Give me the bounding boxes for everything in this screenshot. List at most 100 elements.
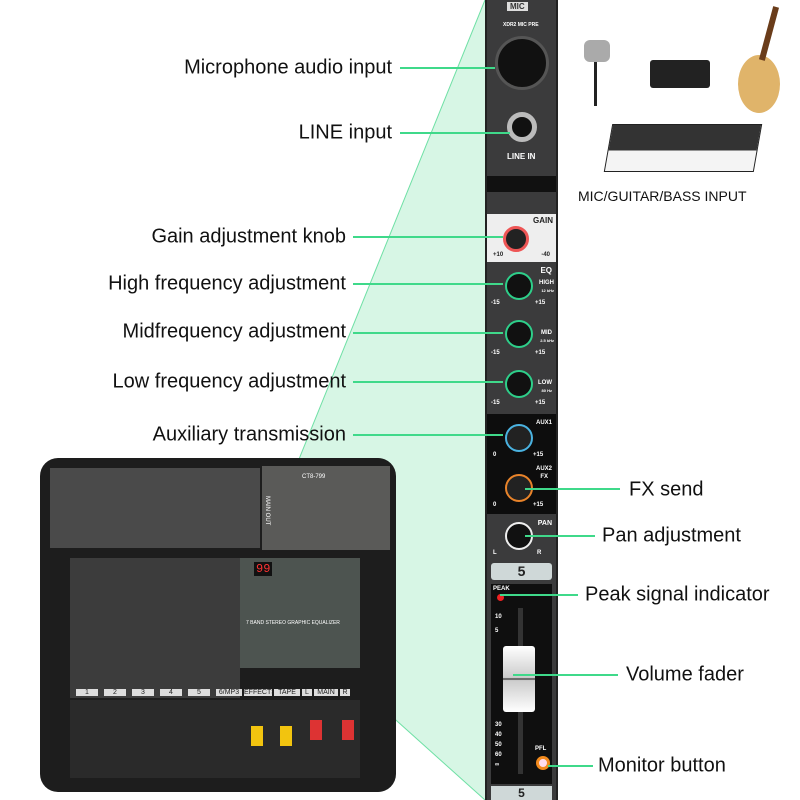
label-microphone-input: Microphone audio input (184, 56, 392, 79)
eq-max: +15 (535, 350, 546, 356)
microphone-icon (584, 40, 610, 62)
aux1-label: AUX1 (535, 420, 552, 426)
mic-label: MIC (507, 2, 528, 11)
mixer-console: CT8-799 MAIN OUT 99 7 BAND STEREO GRAPHI… (40, 458, 396, 792)
aux-max: +15 (533, 452, 544, 458)
aux1-knob[interactable] (505, 424, 533, 452)
gain-min: +10 (493, 252, 504, 258)
main-out-label: MAIN OUT (264, 496, 270, 526)
keyboard-icon (603, 124, 763, 172)
divider (487, 176, 556, 192)
label-monitor-button: Monitor button (598, 754, 726, 777)
label-mid-frequency: Midfrequency adjustment (122, 320, 346, 343)
aux-section: AUX1 0 +15 AUX2 FX 0 +15 (487, 414, 556, 514)
mic-stand-icon (594, 62, 597, 106)
gain-section: GAIN +10 -40 (487, 214, 556, 262)
fx-label: FX (540, 474, 548, 480)
channel-label: 5 (188, 689, 210, 696)
channel-label: 2 (104, 689, 126, 696)
main-r-label: R (340, 689, 350, 696)
main-l-fader[interactable] (310, 720, 322, 740)
label-peak-indicator: Peak signal indicator (585, 583, 770, 606)
guitar-icon (738, 55, 780, 113)
mid-freq: 2.5 kHz (540, 338, 554, 343)
peak-led (497, 594, 504, 601)
aux2-label: AUX2 (535, 466, 552, 472)
mixer-channel-knobs (70, 558, 240, 698)
channel-label: 3 (132, 689, 154, 696)
mixer-master-panel: CT8-799 MAIN OUT (262, 466, 390, 550)
scale-mark: 60 (495, 752, 502, 758)
graphic-eq-title: 7 BAND STEREO GRAPHIC EQUALIZER (246, 620, 340, 626)
annotation-line (400, 132, 510, 134)
main-r-fader[interactable] (342, 720, 354, 740)
instruments-caption: MIC/GUITAR/BASS INPUT (578, 188, 747, 204)
channel-label: 6/MP3 (216, 689, 242, 696)
volume-fader-cap[interactable] (503, 646, 535, 712)
label-line-input: LINE input (298, 121, 392, 144)
high-eq-knob[interactable] (505, 272, 533, 300)
eq-min: -15 (491, 300, 500, 306)
line-in-label: LINE IN (507, 152, 536, 161)
channel-strip: MIC XDR2 MIC PRE LINE IN GAIN +10 -40 EQ… (485, 0, 558, 800)
main-l-label: L (302, 689, 312, 696)
label-gain-knob: Gain adjustment knob (151, 225, 346, 248)
scale-mark: ∞ (495, 762, 500, 768)
eq-label: EQ (540, 266, 552, 275)
channel-label: 1 (76, 689, 98, 696)
pfl-button[interactable] (536, 756, 550, 770)
pan-l: L (493, 550, 497, 556)
effects-fader[interactable] (251, 726, 263, 746)
channel-number: 5 (491, 563, 552, 580)
annotation-line (353, 332, 503, 334)
mid-eq-knob[interactable] (505, 320, 533, 348)
mid-label: MID (541, 330, 552, 336)
scale-mark: 10 (495, 614, 502, 620)
xlr-input-jack[interactable] (495, 36, 549, 90)
annotation-line (353, 434, 503, 436)
label-volume-fader: Volume fader (626, 663, 744, 686)
annotation-line (353, 283, 503, 285)
annotation-line (525, 488, 620, 490)
tape-label: TAPE (274, 689, 300, 696)
label-pan: Pan adjustment (602, 524, 741, 547)
mixer-input-panel (50, 468, 260, 548)
scale-mark: 30 (495, 722, 502, 728)
annotation-line (500, 594, 578, 596)
channel-number-bottom: 5 (491, 786, 552, 800)
model-label: CT8-799 (302, 474, 326, 480)
annotation-line (353, 381, 503, 383)
eq-min: -15 (491, 350, 500, 356)
pan-label: PAN (537, 520, 552, 527)
low-freq: 80 Hz (541, 388, 552, 393)
peak-label: PEAK (493, 586, 510, 592)
high-label: HIGH (539, 280, 554, 286)
tape-fader[interactable] (280, 726, 292, 746)
scale-mark: 50 (495, 742, 502, 748)
scale-mark: 5 (495, 628, 499, 634)
label-auxiliary: Auxiliary transmission (152, 423, 346, 446)
wireless-receiver-icon (650, 60, 710, 88)
xlr-label: XDR2 MIC PRE (503, 22, 539, 28)
label-fx-send: FX send (629, 478, 704, 501)
annotation-line (400, 67, 495, 69)
pfl-label: PFL (535, 746, 547, 752)
label-high-frequency: High frequency adjustment (108, 272, 346, 295)
low-label: LOW (538, 380, 552, 386)
aux-min: 0 (493, 502, 497, 508)
line-input-jack[interactable] (507, 112, 537, 142)
label-low-frequency: Low frequency adjustment (112, 370, 346, 393)
channel-label: 4 (160, 689, 182, 696)
eq-max: +15 (535, 400, 546, 406)
annotation-line (353, 236, 503, 238)
eq-max: +15 (535, 300, 546, 306)
scale-mark: 40 (495, 732, 502, 738)
annotation-line (548, 765, 593, 767)
gain-knob[interactable] (503, 226, 529, 252)
gain-label: GAIN (533, 216, 553, 225)
high-freq: 12 kHz (541, 288, 554, 293)
effects-label: EFFECTS (244, 689, 276, 696)
low-eq-knob[interactable] (505, 370, 533, 398)
mixer-display: 99 (254, 562, 273, 576)
annotation-line (525, 535, 595, 537)
